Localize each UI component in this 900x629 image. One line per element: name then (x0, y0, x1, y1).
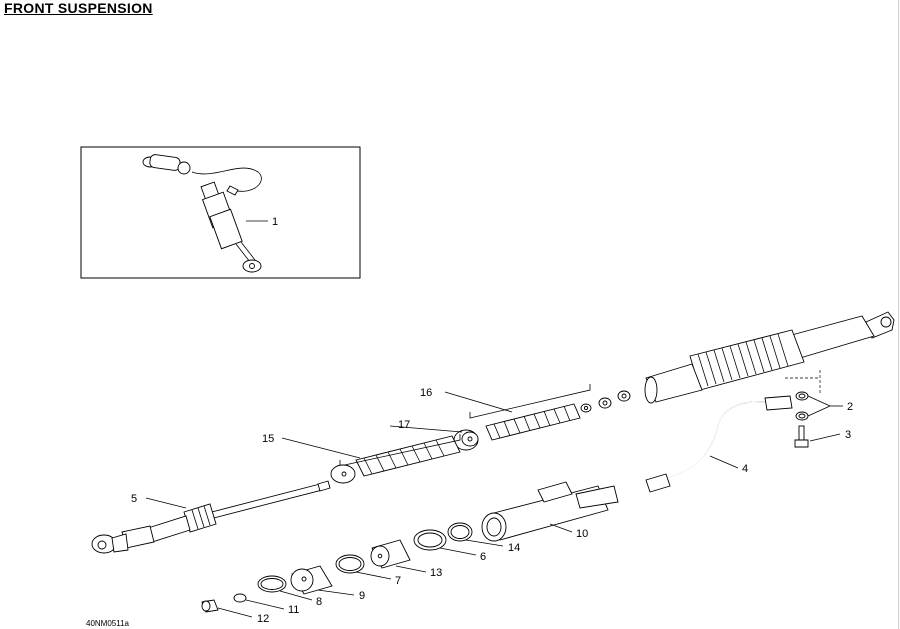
page-title: FRONT SUSPENSION (4, 0, 153, 16)
part-2-orings: 2 (795, 391, 853, 421)
drawing-code: 40NM0511a (86, 619, 129, 628)
page-edge-rule (898, 0, 899, 629)
part-9-piston: 9 (290, 565, 365, 602)
callout-9: 9 (359, 590, 365, 602)
spring-washer (330, 464, 356, 484)
callout-1: 1 (272, 216, 278, 228)
callout-4: 4 (742, 463, 748, 475)
part-8-oring: 8 (257, 575, 322, 608)
callout-7: 7 (395, 575, 401, 587)
part-12-nut: 12 (201, 599, 269, 625)
callout-14: 14 (508, 542, 520, 554)
callout-12: 12 (257, 613, 269, 625)
part-4-hose: 4 (645, 395, 793, 493)
callout-5: 5 (131, 493, 137, 505)
shock-body-assembly (644, 311, 895, 404)
callout-2: 2 (847, 401, 853, 413)
part-14-oring: 14 (447, 522, 520, 554)
callout-16: 16 (420, 387, 432, 399)
part-15-main-spring: 15 (262, 433, 461, 477)
part-5-shaft: 5 (91, 480, 331, 554)
part-3-bolt: 3 (794, 425, 851, 448)
small-nuts-washers (580, 390, 631, 413)
callout-6: 6 (480, 551, 486, 563)
part-13-cap: 13 (370, 539, 442, 579)
part-16-spring: 16 (420, 384, 591, 441)
part-7-oring: 7 (335, 554, 401, 587)
callout-10: 10 (576, 528, 588, 540)
callout-11: 11 (288, 604, 299, 616)
callout-15: 15 (262, 433, 274, 445)
inset-assembly-view: 1 (80, 146, 361, 279)
part-10-reservoir: 10 (481, 481, 619, 542)
callout-13: 13 (430, 567, 442, 579)
part-11-washer: 11 (233, 593, 299, 616)
callout-8: 8 (316, 596, 322, 608)
callout-3: 3 (845, 429, 851, 441)
part-6-ring: 6 (413, 529, 486, 563)
callout-17: 17 (398, 419, 410, 431)
